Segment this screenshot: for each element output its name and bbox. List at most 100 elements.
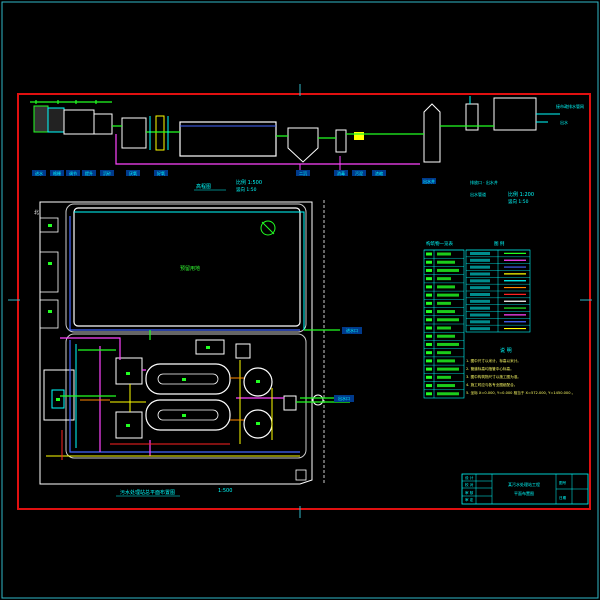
profile-right-note-side: 出水: [560, 119, 568, 125]
oxidation-ditch-2: [145, 399, 231, 431]
ditch-1-island: [157, 373, 219, 385]
legend-entry: [470, 279, 490, 283]
north-tag: 北: [34, 209, 39, 216]
profile-right-note-top: 接市政排水管网: [556, 103, 584, 109]
clarifier-profile: [287, 127, 319, 163]
pump-room: [235, 343, 251, 359]
control-building: [43, 369, 75, 421]
structure-table-entry: [437, 260, 455, 264]
svg-text:进水口: 进水口: [346, 327, 358, 333]
legend-entry: [470, 313, 490, 317]
pipe-outlet-east: [300, 329, 344, 399]
note-line: 5. 坐标 X=0.000, Y=0.000 相当于 X=572.000, Y=…: [466, 390, 575, 395]
legend-entry: [470, 320, 490, 324]
profile-tag: 格栅: [50, 170, 64, 176]
legend-header-left: 构筑物一览表: [426, 240, 453, 247]
screen-top-pipes: [30, 100, 112, 104]
profile-scale-text: 比例 1:500: [236, 179, 262, 186]
structure-table-index: [426, 301, 432, 305]
west-building-1: [39, 217, 59, 233]
profile-tag: 调节: [66, 170, 80, 176]
profile-right-caption-left: 出水管道: [470, 191, 486, 197]
legend-entry: [470, 327, 490, 331]
svg-text:进水: 进水: [35, 170, 43, 176]
svg-text:沉砂: 沉砂: [103, 170, 111, 176]
structure-table-entry: [437, 375, 451, 379]
small-tower: [155, 115, 165, 151]
pipe-magenta: [60, 337, 284, 456]
marker: [48, 224, 52, 227]
structure-table-index: [426, 293, 432, 297]
profile-tag: 消毒: [334, 170, 348, 176]
profile-scale-sub: 竖向 1:50: [236, 186, 257, 193]
reactor-tank: [179, 121, 277, 157]
structure-table-entry: [437, 351, 451, 355]
structure-table-entry: [437, 293, 459, 297]
legend-rows: [424, 249, 530, 396]
note-line: 1. 图中尺寸以米计，标高以米计。: [466, 358, 521, 363]
profile-tag: 厌氧: [126, 170, 140, 176]
structure-table-index: [426, 268, 432, 272]
drawing-number-label: 图号: [559, 480, 567, 485]
pipe-blue-ring: [69, 216, 300, 453]
legend-entry: [470, 293, 490, 296]
reserved-land: [73, 207, 301, 327]
note-line: 2. 管道标高均指管中心标高。: [466, 366, 514, 371]
profile-sludge-pipe: [115, 134, 420, 165]
structure-table-entry: [437, 252, 451, 256]
equipment-markers: [48, 224, 260, 427]
profile-right-caption: 排放口 · 出水井: [470, 179, 498, 185]
profile-tag-row: 进水 格栅 调节 提升 沉砂 厌氧 好氧 二沉 消毒 污泥 浓缩 出水井: [32, 170, 436, 184]
legend-entry: [470, 258, 490, 262]
structure-table-index: [426, 384, 432, 388]
legend: 构筑物一览表 图 例 说 明 1. 图中尺寸以米计，标高以米计。 2. 管道标高…: [423, 240, 575, 399]
marker: [48, 310, 52, 313]
marker: [256, 422, 260, 425]
structure-table-index: [426, 326, 432, 330]
legend-entry: [470, 299, 490, 303]
lift-pump-well: [93, 113, 113, 135]
structure-table-entry: [437, 277, 451, 281]
reserved-land-label: 预留用地: [180, 265, 200, 272]
svg-text:污泥: 污泥: [355, 170, 363, 176]
title-block: 设 计 校 对 审 核 审 定 某污水处理站工程 平面布置图 图号 日期: [461, 473, 589, 505]
structure-table-entry: [437, 359, 455, 363]
legend-entry: [470, 272, 490, 276]
marker: [182, 378, 186, 381]
profile-tag: 浓缩: [372, 170, 386, 176]
svg-text:格栅: 格栅: [53, 170, 61, 176]
note-line: 4. 施工时应与各专业图纸配合。: [466, 382, 517, 387]
marker: [182, 414, 186, 417]
profile-caption: 高程图: [196, 183, 211, 190]
structure-table-entry: [437, 334, 455, 338]
structure-table-entry: [437, 268, 459, 272]
structure-table-index: [426, 392, 432, 396]
north-arrow: [260, 220, 276, 236]
profile-tag: 二沉: [296, 170, 310, 176]
profile-tag: 提升: [82, 170, 96, 176]
svg-text:二沉: 二沉: [299, 170, 307, 176]
blower-room: [195, 339, 225, 355]
structure-table-entry: [437, 326, 451, 330]
west-building-2: [39, 251, 59, 293]
grit-chamber: [121, 117, 147, 149]
site-plan: 预留用地 北: [34, 200, 362, 497]
discharge-building: [493, 97, 537, 131]
outlet-well: [465, 103, 479, 131]
inlet-callout: 进水口: [342, 327, 362, 334]
project-name: 某污水处理站工程: [508, 481, 540, 487]
structure-table-entry: [437, 392, 459, 396]
legend-header-right: 图 例: [494, 240, 505, 247]
inner-road: [65, 203, 307, 333]
outlet-manhole: [312, 394, 324, 406]
profile-right-scale-sub: 竖向 1:50: [508, 198, 529, 205]
structure-table-entry: [437, 301, 451, 305]
structure-table-index: [426, 285, 432, 289]
marker: [126, 424, 130, 427]
profile-tag: 进水: [32, 170, 46, 176]
svg-text:提升: 提升: [85, 170, 93, 176]
title-row-label: 审 核: [465, 490, 474, 495]
structure-table-index: [426, 260, 432, 264]
